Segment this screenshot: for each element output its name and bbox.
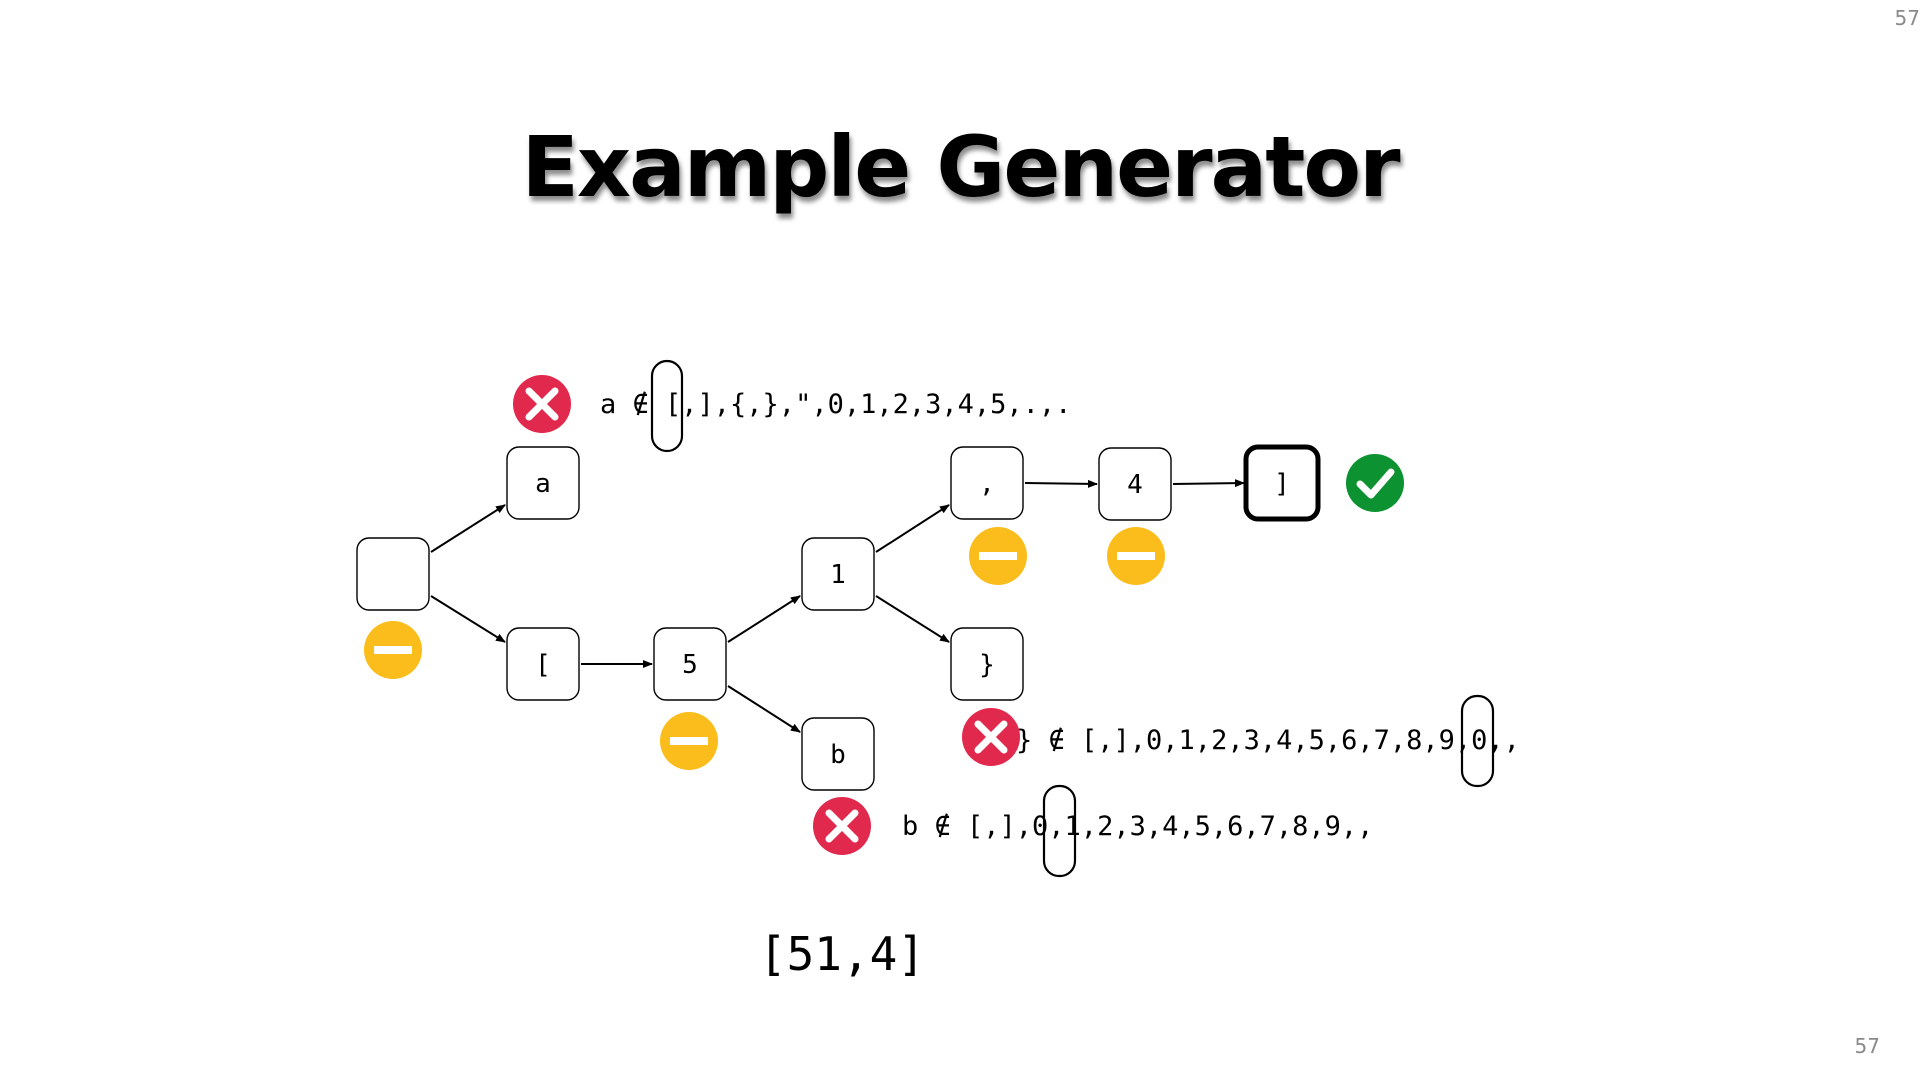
- annotation-brace-not-in: } ∉ [,],0,1,2,3,4,5,6,7,8,9,0,,: [1016, 725, 1520, 756]
- tree-node-one: 1: [801, 537, 875, 611]
- slide-title: Example Generator: [521, 118, 1401, 216]
- status-icons: [364, 375, 1404, 855]
- node-label: 1: [830, 560, 846, 590]
- edge-four-to-close: [1172, 479, 1245, 488]
- tree-node-brace: }: [950, 627, 1024, 701]
- node-label: b: [830, 740, 846, 770]
- check-icon-accept-close: [1346, 454, 1404, 512]
- tree-node-a: a: [506, 446, 580, 520]
- node-box: [950, 446, 1024, 520]
- node-box: [1243, 444, 1321, 522]
- edge-comma-to-four: [1024, 479, 1098, 488]
- node-box: [653, 627, 727, 701]
- x-icon-reject-a: [513, 375, 571, 433]
- x-icon-reject-brace: [962, 708, 1020, 766]
- node-label: ]: [1274, 469, 1290, 499]
- tree-node-comma: ,: [950, 446, 1024, 520]
- node-label: }: [979, 650, 995, 680]
- edge-one-to-brace: [875, 595, 950, 643]
- node-label: 4: [1127, 470, 1143, 500]
- node-box: [801, 537, 875, 611]
- node-box: [506, 627, 580, 701]
- page-number-bottom: 57: [1854, 1034, 1880, 1058]
- edge-five-to-one: [727, 595, 801, 643]
- node-label: a: [535, 469, 551, 499]
- edge-root-to-a: [430, 504, 506, 553]
- edge-root-to-open: [430, 595, 506, 643]
- tree-node-b: b: [801, 717, 875, 791]
- minus-icon-neutral-four: [1107, 527, 1165, 585]
- highlight-pill-a: [650, 359, 684, 453]
- tree-node-root: [356, 537, 430, 611]
- node-box: [1098, 447, 1172, 521]
- highlight-pill-b: [1042, 784, 1077, 878]
- node-label: [: [535, 650, 551, 680]
- page-number-top: 57: [1894, 6, 1920, 30]
- node-box: [801, 717, 875, 791]
- highlight-pill-brace: [1460, 694, 1495, 788]
- tree-node-close: ]: [1243, 444, 1321, 522]
- annotation-b-not-in: b ∉ [,],0,1,2,3,4,5,6,7,8,9,,: [902, 811, 1373, 842]
- node-box: [506, 446, 580, 520]
- x-icon-reject-b: [813, 797, 871, 855]
- generated-example: [51,4]: [759, 927, 925, 981]
- node-box: [356, 537, 430, 611]
- annotation-a-not-in: a ∉ [,],{,},",0,1,2,3,4,5,.,.: [600, 389, 1071, 420]
- edge-one-to-comma: [875, 504, 950, 553]
- nodes: a [5 b 1,} 4]: [356, 444, 1321, 791]
- tree-node-open: [: [506, 627, 580, 701]
- minus-icon-neutral-five: [660, 712, 718, 770]
- minus-icon-neutral-root: [364, 621, 422, 679]
- node-box: [950, 627, 1024, 701]
- tree-node-five: 5: [653, 627, 727, 701]
- tree-node-four: 4: [1098, 447, 1172, 521]
- edges: [430, 479, 1245, 733]
- edge-five-to-b: [727, 685, 801, 733]
- minus-icon-neutral-comma: [969, 527, 1027, 585]
- node-label: ,: [979, 469, 995, 499]
- node-label: 5: [682, 650, 698, 680]
